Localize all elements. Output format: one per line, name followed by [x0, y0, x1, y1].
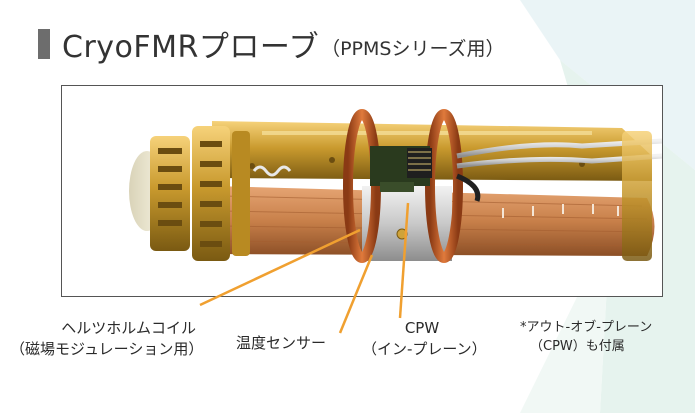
label-note: *アウト-オブ-プレーン （CPW）も付属: [520, 318, 652, 356]
label-helmholtz: ヘルツホルムコイル （磁場モジュレーション用）: [10, 318, 204, 360]
probe-illustration: [129, 109, 662, 263]
label-cpw-line2: （イン-プレーン）: [362, 340, 487, 358]
title-marker: [38, 29, 50, 59]
label-note-line1: *アウト-オブ-プレーン: [520, 320, 653, 335]
label-cpw: CPW （イン-プレーン）: [362, 318, 487, 360]
title-sub: （PPMSシリーズ用）: [321, 37, 505, 60]
label-note-line2: （CPW）も付属: [530, 339, 625, 354]
label-temp-sensor: 温度センサー: [236, 334, 327, 352]
label-helmholtz-line1: ヘルツホルムコイル: [61, 319, 196, 337]
page-title: CryoFMRプローブ （PPMSシリーズ用）: [38, 22, 505, 66]
label-cpw-line1: CPW: [404, 319, 440, 337]
label-helmholtz-line2: （磁場モジュレーション用）: [10, 340, 204, 358]
probe-photo: [61, 85, 663, 297]
title-main: CryoFMRプローブ: [62, 30, 320, 65]
